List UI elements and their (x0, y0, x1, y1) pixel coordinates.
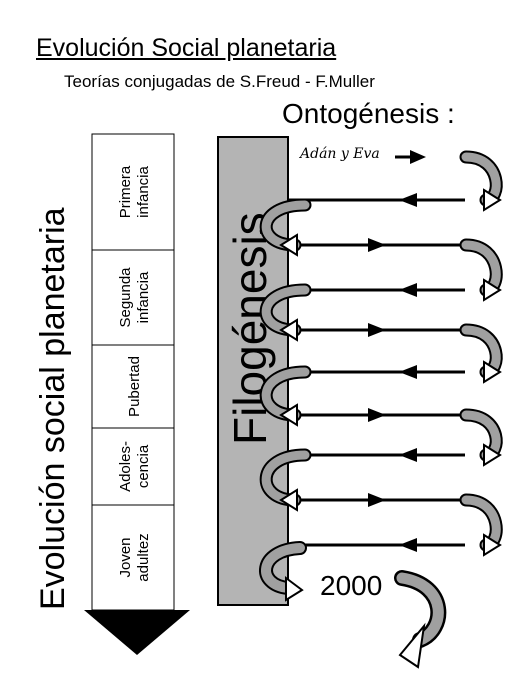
down-arrowhead (84, 610, 190, 655)
page-title: Evolución Social planetaria (36, 34, 337, 62)
line-arrowhead (368, 408, 386, 422)
stage-label-line: Adoles- (117, 441, 134, 492)
ontogenesis-rows (259, 150, 503, 557)
final-right-arrowhead (398, 622, 426, 669)
stage-label-line: adultez (135, 533, 152, 581)
final-right-curve-fill (396, 572, 444, 646)
stage-label-line: infancia (135, 165, 152, 217)
origin-arrowhead (410, 150, 426, 164)
stage-label-line: Joven (117, 537, 134, 577)
left-curve-arrowhead (279, 318, 298, 342)
right-curve-arrowhead (483, 360, 502, 384)
stage-label-line: Primera (117, 165, 134, 218)
line-arrowhead (368, 493, 386, 507)
stage-label-line: cencia (135, 444, 152, 488)
origin-label: Adán y Eva (300, 146, 380, 162)
axis-label: Evolución social planetaria (34, 207, 72, 610)
line-arrowhead (399, 193, 417, 207)
stage-label-line: Segunda (117, 267, 134, 328)
right-curve-arrowhead (483, 533, 502, 557)
line-arrowhead (399, 448, 417, 462)
final-left-curve-fill (261, 543, 305, 593)
left-curve-arrowhead (279, 488, 298, 512)
stage-label-line: Pubertad (126, 356, 143, 417)
right-curve-arrowhead (483, 443, 502, 467)
stage-column (91, 133, 175, 611)
line-arrowhead (399, 283, 417, 297)
stage-label-line: infancia (135, 271, 152, 323)
line-arrowhead (368, 238, 386, 252)
left-curve-arrowhead (279, 403, 298, 427)
end-label: 2000 (320, 570, 383, 601)
ontogenesis-label: Ontogénesis : (282, 98, 455, 129)
right-curve-arrowhead (483, 278, 502, 302)
line-arrowhead (368, 323, 386, 337)
left-curve-arrowhead (279, 233, 298, 257)
final-left-arrowhead (285, 576, 304, 602)
right-curve-arrowhead (483, 188, 502, 212)
line-arrowhead (399, 538, 417, 552)
page-subtitle: Teorías conjugadas de S.Freud - F.Muller (64, 72, 375, 91)
line-arrowhead (399, 365, 417, 379)
